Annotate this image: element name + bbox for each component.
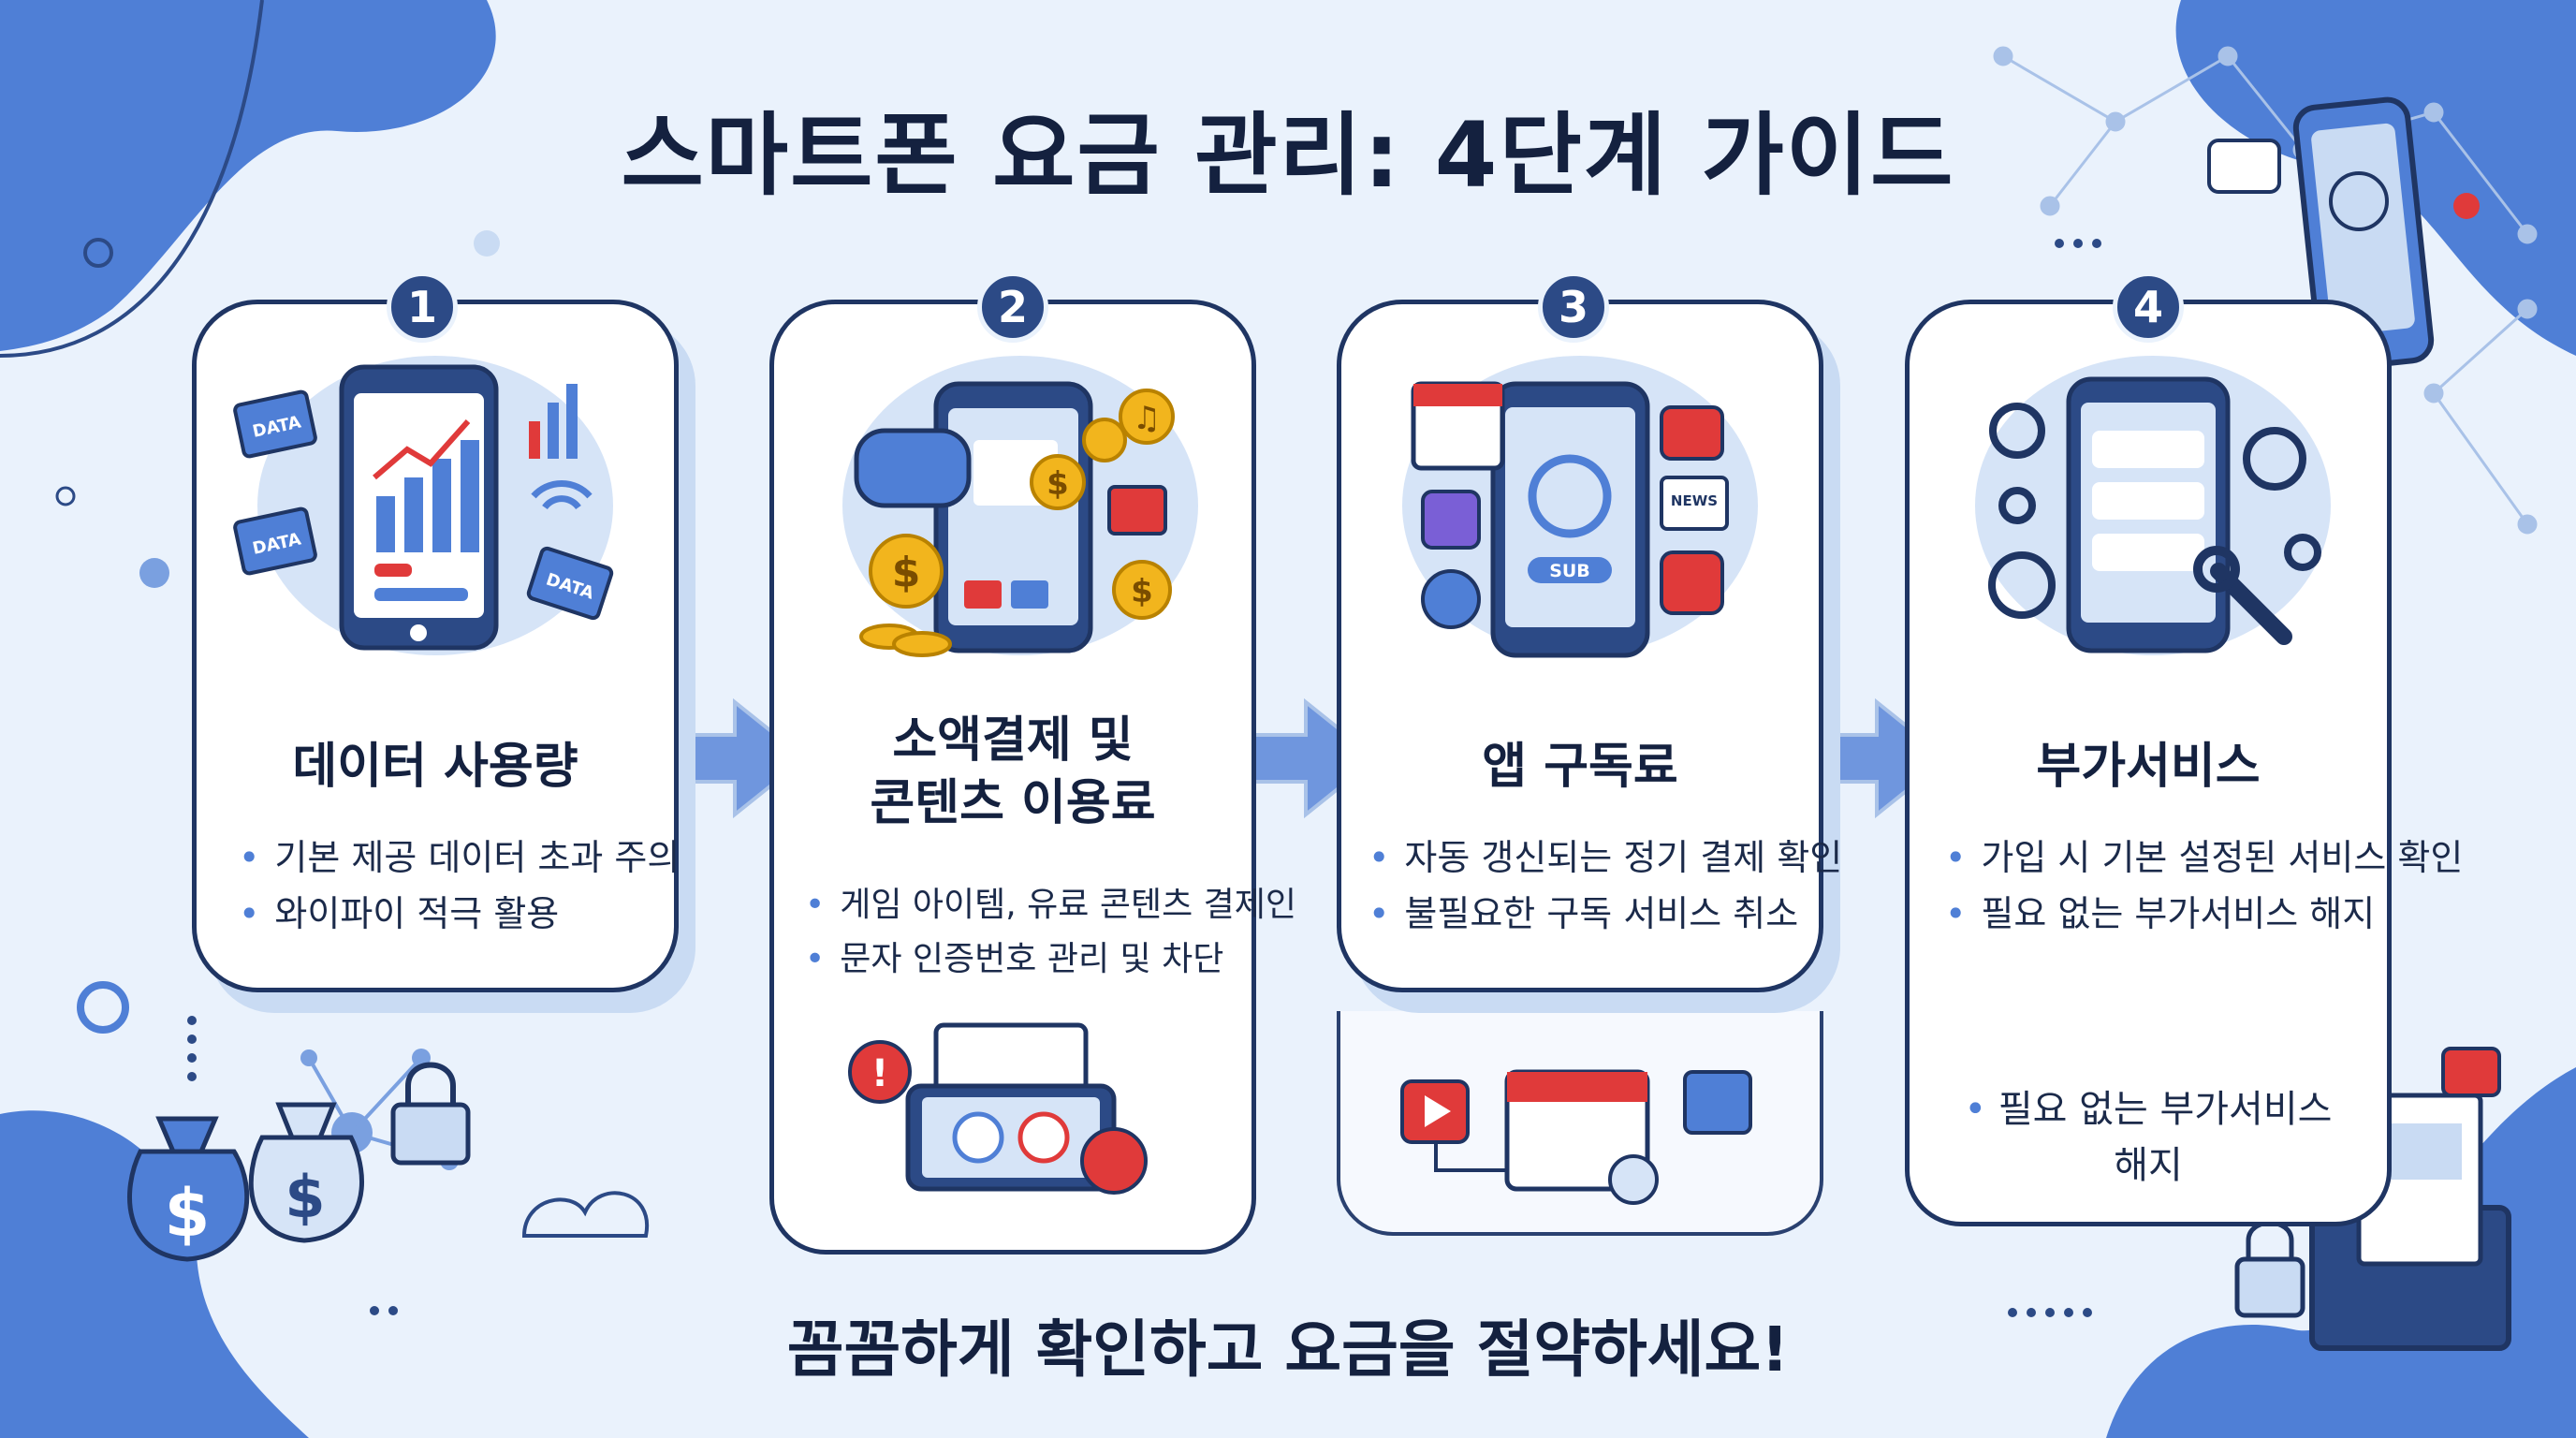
step-bullets-1: 기본 제공 데이터 초과 주의 와이파이 적극 활용 [239, 829, 680, 942]
step-badge-4: 4 [2113, 271, 2184, 343]
svg-text:$: $ [892, 549, 921, 596]
list-item: 게임 아이템, 유료 콘텐츠 결제인 [805, 878, 1296, 932]
svg-text:$: $ [1131, 573, 1153, 610]
list-item: 필요 없는 부가서비스 해지 [1945, 886, 2463, 942]
step-title-3: 앱 구독료 [1482, 739, 1678, 795]
step-title-2-line2: 콘텐츠 이용료 [870, 774, 1156, 831]
step-bullets-3: 자동 갱신되는 정기 결제 확인 불필요한 구독 서비스 취소 [1368, 829, 1842, 942]
extra-bullet-line1: 필요 없는 부가서비스 [1998, 1088, 2333, 1131]
settings-icon [1988, 376, 2321, 653]
step-title-2: 소액결제 및 콘텐츠 이용료 [769, 710, 1256, 834]
list-item: 가입 시 기본 설정된 서비스 확인 [1945, 829, 2463, 886]
list-item: 불필요한 구독 서비스 취소 [1368, 886, 1842, 942]
list-item: 기본 제공 데이터 초과 주의 [239, 829, 680, 886]
step-title-1: 데이터 사용량 [292, 739, 578, 795]
smartphone-chart-icon: DATA DATA DATA [233, 364, 614, 651]
step-badge-2: 2 [977, 271, 1048, 343]
step-title-4: 부가서비스 [2036, 739, 2261, 795]
payment-check-icon: ! [848, 1022, 1148, 1195]
svg-text:$: $ [285, 1163, 325, 1231]
step-title-2-line1: 소액결제 및 [892, 712, 1134, 769]
extra-bullet-line2: 해지 [2114, 1144, 2183, 1187]
step-bullets-2: 게임 아이템, 유료 콘텐츠 결제인 문자 인증번호 관리 및 차단 [805, 878, 1296, 987]
news-label: NEWS [1671, 492, 1718, 509]
svg-text:$: $ [1046, 465, 1069, 503]
sub-label: SUB [1549, 561, 1590, 581]
svg-text:$: $ [165, 1175, 211, 1252]
list-item: 와이파이 적극 활용 [239, 886, 680, 942]
svg-text:!: ! [871, 1052, 888, 1095]
svg-text:♫: ♫ [1133, 400, 1161, 437]
footer-message: 꼼꼼하게 확인하고 요금을 절약하세요! [786, 1313, 1790, 1386]
renewal-calendar-icon [1400, 1069, 1752, 1205]
game-payment-icon: $ $ $ ♫ [854, 381, 1175, 657]
step-bullets-4: 가입 시 기본 설정된 서비스 확인 필요 없는 부가서비스 해지 [1945, 829, 2463, 942]
step-badge-3: 3 [1538, 271, 1609, 343]
step-4-extra-bullet: 필요 없는 부가서비스 해지 [1942, 1081, 2354, 1194]
page-title: 스마트폰 요금 관리: 4단계 가이드 [621, 103, 1955, 208]
list-item: 문자 인증번호 관리 및 차단 [805, 932, 1296, 987]
subscription-icon: SUB NEWS [1411, 381, 1729, 658]
step-badge-1: 1 [387, 271, 458, 343]
list-item: 자동 갱신되는 정기 결제 확인 [1368, 829, 1842, 886]
